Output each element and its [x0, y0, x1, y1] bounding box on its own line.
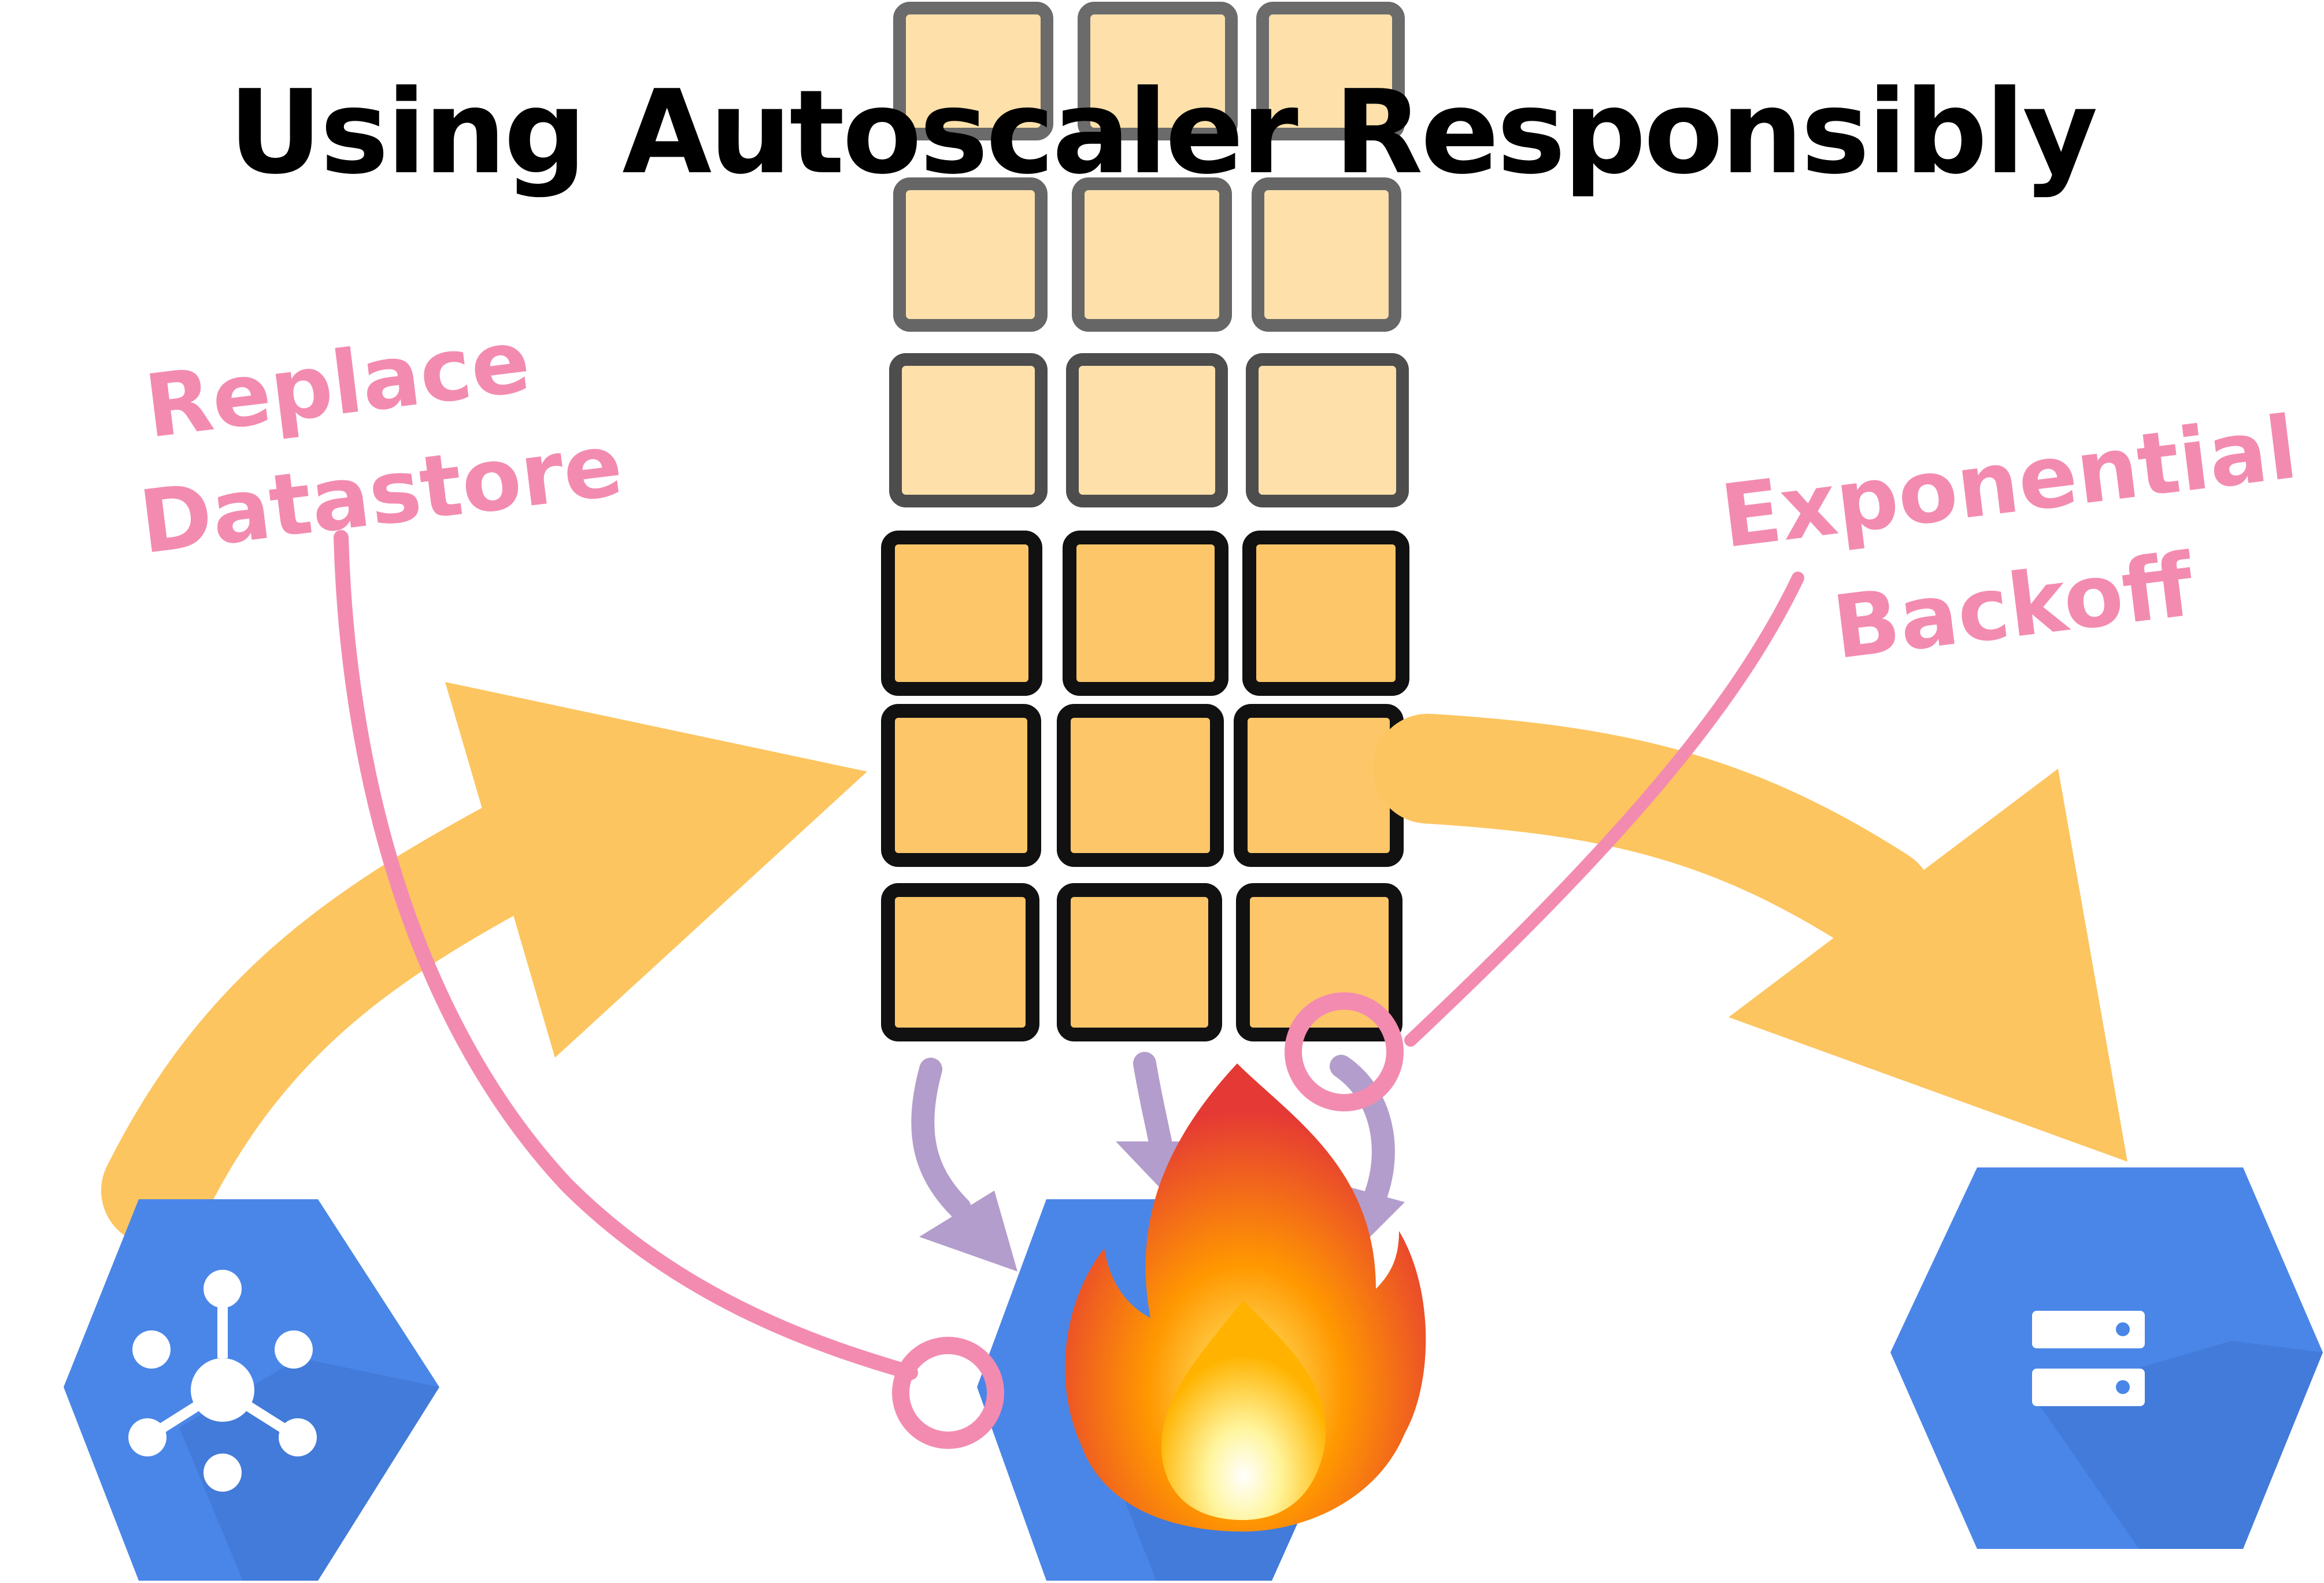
pubsub-icon [128, 1270, 317, 1492]
instance-box [889, 353, 1048, 507]
instance-box [1234, 704, 1404, 867]
instance-box [1078, 2, 1238, 140]
instance-box [1072, 177, 1232, 332]
pubsub-hexagon [64, 1199, 439, 1581]
instance-box [881, 704, 1041, 867]
request-arrow [911, 1058, 971, 1219]
yellow-arrow-right [1373, 714, 2127, 1162]
instance-grid [881, 2, 1409, 1041]
callout-ring [892, 1337, 1004, 1449]
instance-box [1246, 353, 1409, 507]
yellow-arrow-left [101, 682, 867, 1245]
instance-box [1063, 531, 1228, 696]
instance-box [1057, 883, 1222, 1041]
storage-hexagon [1890, 1167, 2323, 1549]
fire-emoji-icon [1065, 1063, 1426, 1532]
request-arrow [1133, 1052, 1174, 1162]
instance-box [1066, 353, 1228, 507]
instance-box [893, 2, 1053, 140]
instance-box [881, 883, 1039, 1041]
callout-ring [1285, 992, 1404, 1111]
request-arrowhead [919, 1191, 1017, 1271]
instance-box [1252, 177, 1401, 332]
instance-box [1057, 704, 1224, 867]
instance-box [1256, 2, 1405, 140]
instance-box [1242, 531, 1409, 696]
page-title: Using Autoscaler Responsibly [228, 65, 2098, 200]
instance-box [893, 177, 1048, 332]
storage-icon [2032, 1311, 2145, 1406]
instance-box [881, 531, 1042, 696]
exponential-backoff-callout [1285, 572, 1804, 1111]
request-arrow [1330, 1055, 1395, 1219]
replace-datastore-callout [334, 530, 1004, 1449]
